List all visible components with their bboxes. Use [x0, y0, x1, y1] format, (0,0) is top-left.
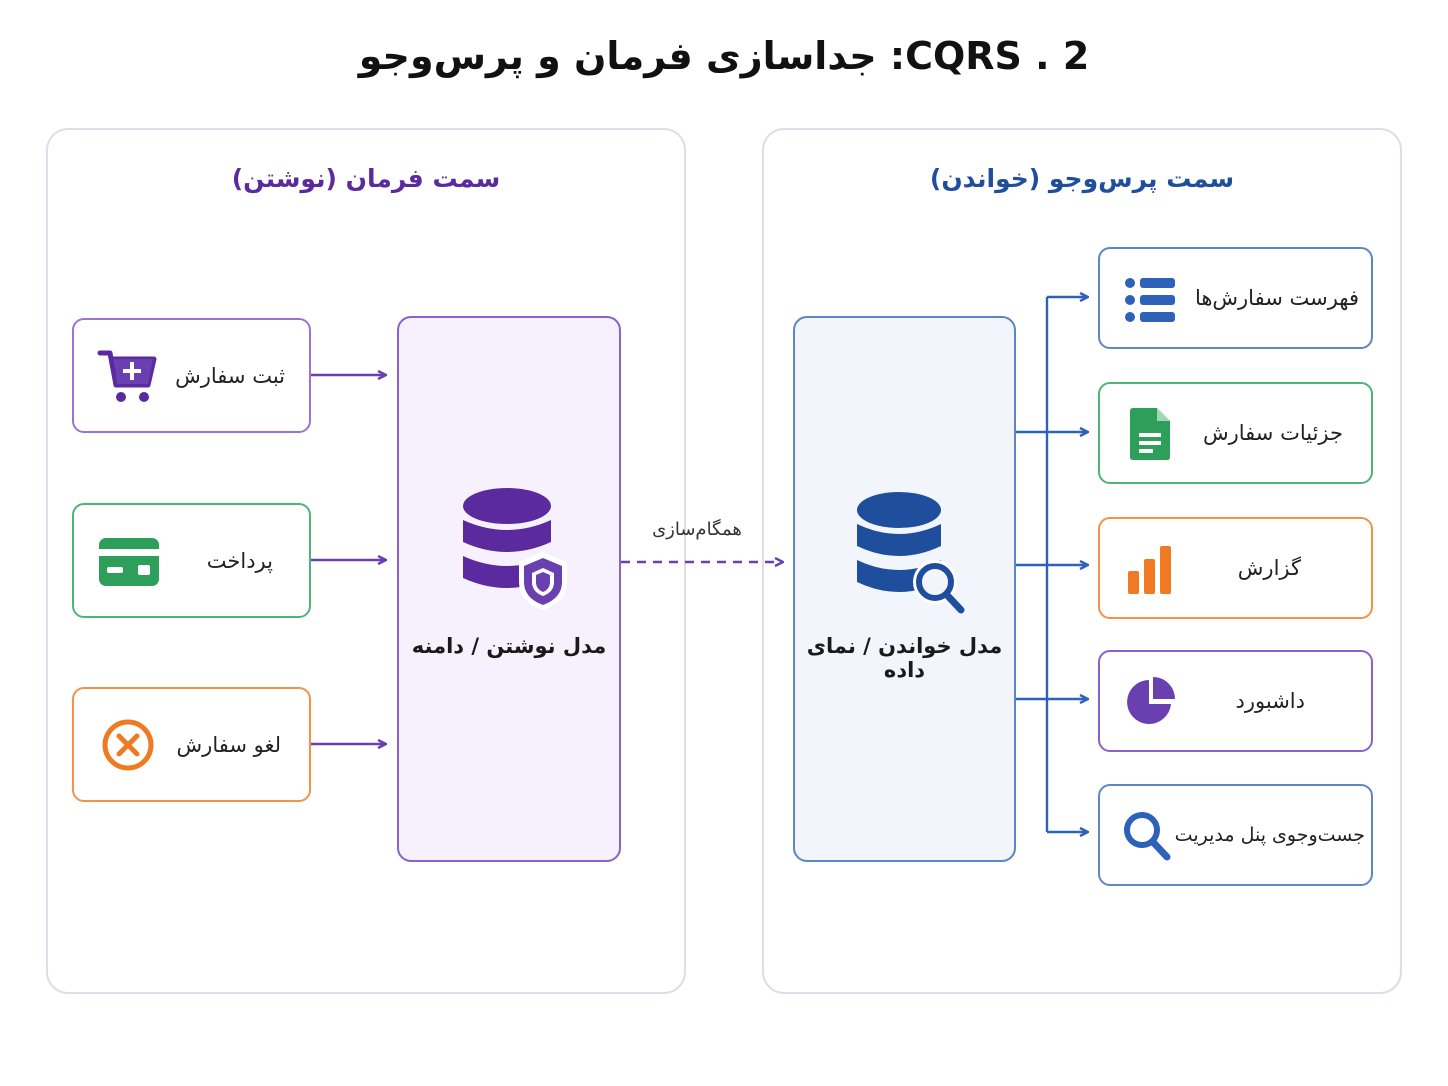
query-item-label: داشبورد: [1235, 689, 1305, 713]
cart-plus-icon: [97, 350, 157, 402]
document-icon: [1130, 408, 1170, 460]
database-shield-icon: [463, 488, 567, 610]
pie-chart-icon: [1127, 677, 1175, 724]
sync-label: همگام‌سازی: [652, 519, 742, 540]
query-item-label: فهرست سفارش‌ها: [1194, 286, 1359, 310]
command-side-title: سمت فرمان (نوشتن): [231, 164, 501, 193]
write-model-box: مدل نوشتن / دامنه: [397, 316, 621, 862]
command-card-create-order: ثبت سفارش: [72, 318, 311, 433]
read-model-box: مدل خواندن / نمای داده: [793, 316, 1016, 862]
bar-chart-icon: [1128, 546, 1171, 594]
query-card-dashboard: داشبورد: [1098, 650, 1373, 752]
query-item-label: گزارش: [1237, 556, 1301, 580]
command-item-label: پرداخت: [206, 549, 273, 573]
query-card-admin-search: جست‌وجوی پنل مدیریت: [1098, 784, 1373, 886]
read-model-label: مدل خواندن / نمای داده: [806, 634, 1003, 682]
command-item-label: ثبت سفارش: [175, 364, 285, 388]
command-card-payment: پرداخت: [72, 503, 311, 618]
credit-card-icon: [99, 538, 159, 586]
query-card-report: گزارش: [1098, 517, 1373, 619]
query-card-order-list: فهرست سفارش‌ها: [1098, 247, 1373, 349]
command-card-cancel-order: لغو سفارش: [72, 687, 311, 802]
write-model-label: مدل نوشتن / دامنه: [411, 634, 607, 658]
command-item-label: لغو سفارش: [176, 733, 281, 757]
query-side-title: سمت پرس‌وجو (خواندن): [929, 164, 1235, 193]
cancel-circle-icon: [102, 719, 154, 771]
list-icon: [1125, 278, 1175, 322]
search-icon: [1124, 812, 1171, 861]
page-title: CQRS . 2: جداسازی فرمان و پرس‌وجو: [358, 34, 1090, 78]
database-search-icon: [857, 492, 965, 614]
query-item-label: جست‌وجوی پنل مدیریت: [1174, 824, 1365, 846]
query-item-label: جزئیات سفارش: [1203, 421, 1343, 445]
query-card-order-details: جزئیات سفارش: [1098, 382, 1373, 484]
